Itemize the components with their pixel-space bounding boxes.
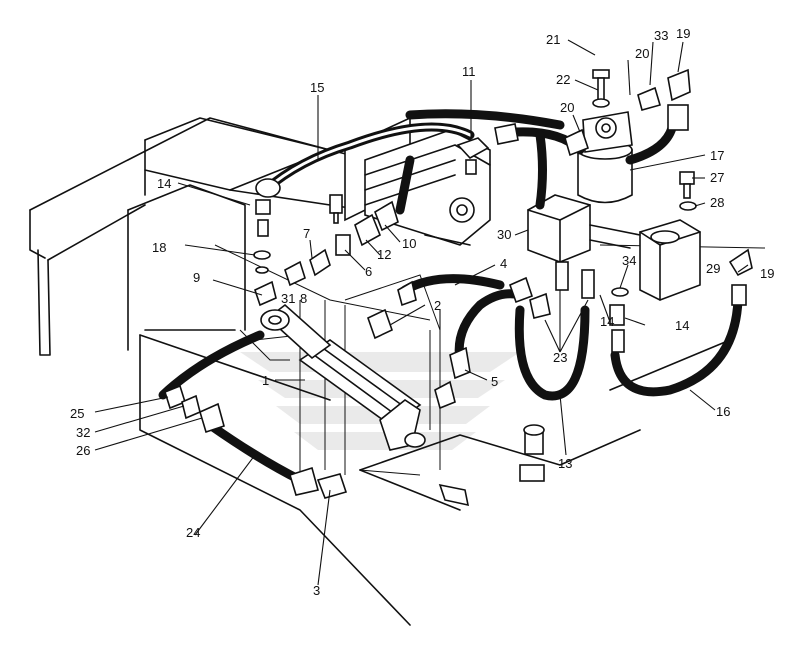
callout-19: 19 [760,266,774,281]
callout-6: 6 [365,264,372,279]
callout-30: 30 [497,227,511,242]
callout-20: 20 [635,46,649,61]
callout-15: 15 [310,80,324,95]
callout-29: 29 [706,261,720,276]
callout-28: 28 [710,195,724,210]
callout-24: 24 [186,525,200,540]
callout-17: 17 [710,148,724,163]
oil-filter [577,69,633,204]
callout-22: 22 [556,72,570,87]
callout-27: 27 [710,170,724,185]
callout-33: 33 [654,28,668,43]
reservoir-tank [639,219,701,301]
callout-9: 9 [193,270,200,285]
callout-32: 32 [76,425,90,440]
fittings [164,68,753,507]
valve-block [527,194,641,263]
callout-labels: 21 33 19 20 22 20 11 15 17 27 14 28 18 7… [70,26,774,598]
callout-13: 13 [558,456,572,471]
callout-31: 31 [281,291,295,306]
callout-3: 3 [313,583,320,598]
callout-10: 10 [402,236,416,251]
callout-34: 34 [622,253,636,268]
callout-23: 23 [553,350,567,365]
callout-12: 12 [377,247,391,262]
callout-7: 7 [303,226,310,241]
callout-20: 20 [560,100,574,115]
callout-26: 26 [76,443,90,458]
callout-5: 5 [491,374,498,389]
callout-8: 8 [300,291,307,306]
callout-25: 25 [70,406,84,421]
callout-1: 1 [262,373,269,388]
callout-19: 19 [676,26,690,41]
hydraulic-cylinder [260,303,426,451]
callout-18: 18 [152,240,166,255]
callout-14: 14 [157,176,171,191]
callout-11: 11 [462,64,476,79]
callout-4: 4 [500,256,507,271]
callout-14: 14 [600,314,614,329]
callout-21: 21 [546,32,560,47]
callout-16: 16 [716,404,730,419]
leader-lines [94,39,749,586]
callout-14: 14 [675,318,689,333]
callout-2: 2 [434,298,441,313]
